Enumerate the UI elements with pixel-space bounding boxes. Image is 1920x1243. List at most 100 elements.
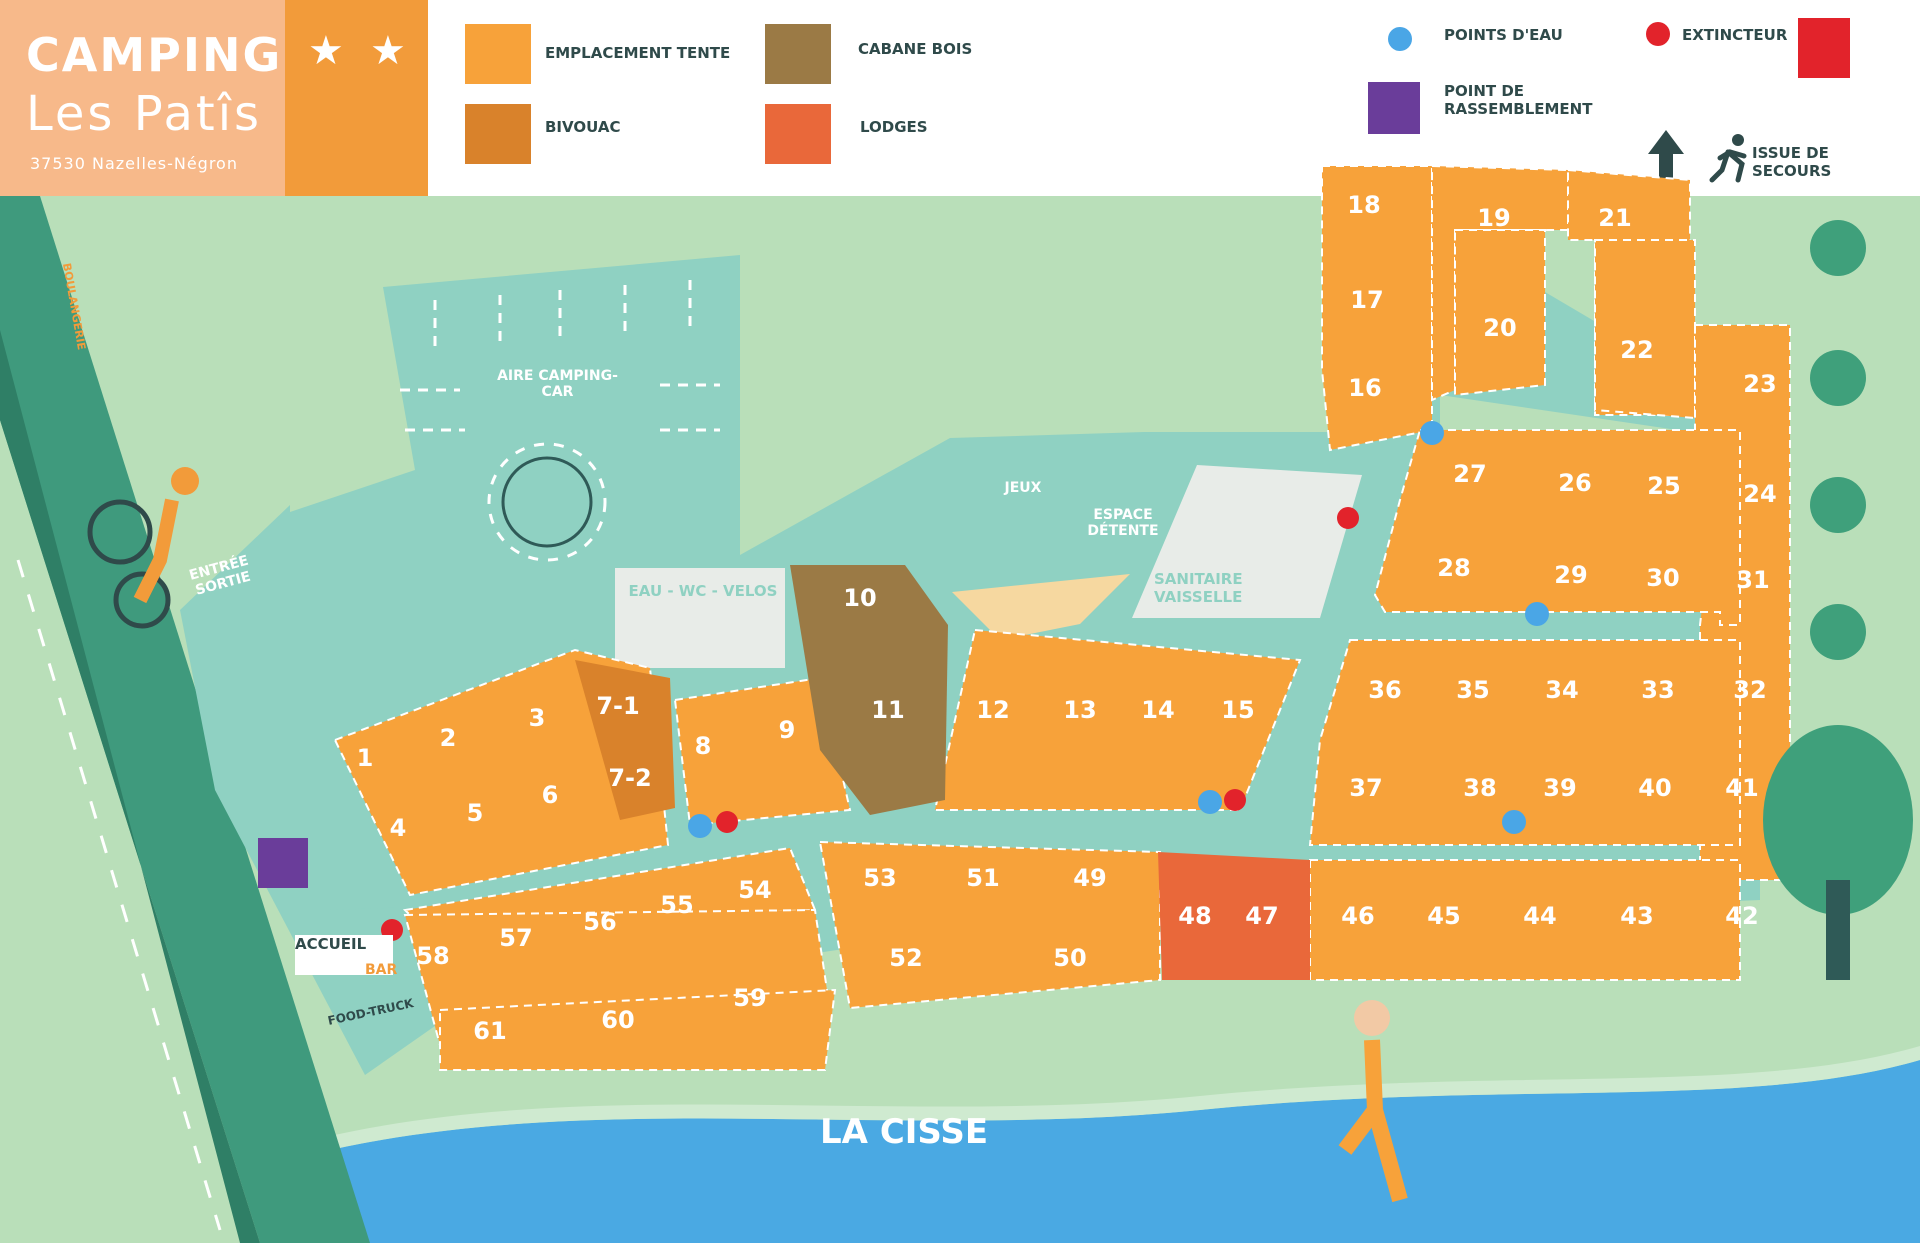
- pitch-label-p48: 48: [1178, 902, 1212, 930]
- emergency-arrow-icon: [1648, 130, 1684, 186]
- relax-mat: [952, 574, 1130, 640]
- pitch-label-p6: 6: [541, 781, 559, 809]
- camper-area-label: AIRE CAMPING-CAR: [497, 368, 618, 400]
- sanitary-zone: [1132, 465, 1362, 618]
- legend-extinguisher-label: EXTINCTEUR: [1682, 26, 1788, 44]
- pitch-label-p54: 54: [738, 876, 772, 904]
- pitch-label-p2: 2: [439, 724, 457, 752]
- pitch-label-p46: 46: [1341, 902, 1375, 930]
- bivouac-pitch: [575, 660, 675, 820]
- pitch-label-p22: 22: [1620, 336, 1654, 364]
- pitch-label-p53: 53: [863, 864, 897, 892]
- legend-water-label: POINTS D'EAU: [1444, 26, 1563, 44]
- legend-swatch-cabin: [765, 24, 831, 84]
- pitch-label-p41: 41: [1725, 774, 1759, 802]
- legend-assembly-label: POINT DE RASSEMBLEMENT: [1444, 82, 1593, 118]
- roundabout: [501, 456, 593, 548]
- water-wc-bikes-label: EAU - WC - VELOS: [628, 582, 778, 600]
- pitch-label-p7_2: 7-2: [608, 764, 652, 792]
- pitch-label-p31: 31: [1736, 566, 1770, 594]
- pitch-label-p33: 33: [1641, 676, 1675, 704]
- pitch-label-p16: 16: [1348, 374, 1382, 402]
- pitch-label-p25: 25: [1647, 472, 1681, 500]
- river-label: LA CISSE: [820, 1112, 989, 1152]
- pitch-label-p7_1: 7-1: [596, 692, 640, 720]
- pitch-label-p13: 13: [1063, 696, 1097, 724]
- pitch-label-p58: 58: [416, 942, 450, 970]
- extinguisher-icon: [1798, 18, 1850, 78]
- pitch-label-p9: 9: [778, 716, 796, 744]
- legend-lodges-label: LODGES: [860, 118, 928, 136]
- pitch-label-p26: 26: [1558, 469, 1592, 497]
- pitch-label-p29: 29: [1554, 561, 1588, 589]
- brand-address: 37530 Nazelles-Négron: [30, 154, 238, 173]
- pitch-label-p20: 20: [1483, 314, 1517, 342]
- pitch-label-p32: 32: [1733, 676, 1767, 704]
- pitch-label-p5: 5: [466, 799, 484, 827]
- pitch-label-p51: 51: [966, 864, 1000, 892]
- pitch-label-p56: 56: [583, 908, 617, 936]
- reception-label: ACCUEIL: [295, 935, 393, 975]
- bar-label: BAR: [365, 962, 398, 978]
- road-marking: [16, 559, 222, 1231]
- legend-bivouac-label: BIVOUAC: [545, 118, 621, 136]
- pitch-label-p60: 60: [601, 1006, 635, 1034]
- brand-panel: [0, 0, 285, 196]
- pitch-label-p61: 61: [473, 1017, 507, 1045]
- pitch-label-p28: 28: [1437, 554, 1471, 582]
- pitch-label-p21: 21: [1598, 204, 1632, 232]
- lodge-pitch: [1158, 852, 1310, 980]
- pitch-label-p15: 15: [1221, 696, 1255, 724]
- pitches-center: [333, 628, 1741, 1071]
- pitch-label-p47: 47: [1245, 902, 1279, 930]
- water-points: [688, 421, 1549, 838]
- pitch-label-p38: 38: [1463, 774, 1497, 802]
- parking-marks: [400, 280, 720, 432]
- river: [330, 1060, 1920, 1243]
- pitch-label-p35: 35: [1456, 676, 1490, 704]
- star-icon: ★: [308, 28, 344, 74]
- star-icon: ★: [370, 28, 406, 74]
- pitch-label-p17: 17: [1350, 286, 1384, 314]
- pitch-label-p12: 12: [976, 696, 1010, 724]
- water-wc-zone: [615, 568, 785, 668]
- pitch-label-p30: 30: [1646, 564, 1680, 592]
- games-label: JEUX: [1004, 480, 1042, 496]
- pitch-label-p1: 1: [356, 744, 374, 772]
- pitch-label-p55: 55: [660, 891, 694, 919]
- pitch-label-p37: 37: [1349, 774, 1383, 802]
- pitch-label-p24: 24: [1743, 480, 1777, 508]
- legend-swatch-tent: [465, 24, 531, 84]
- legend-extinguisher-dot: [1646, 22, 1670, 46]
- pitch-label-p34: 34: [1545, 676, 1579, 704]
- legend-swatch-bivouac: [465, 104, 531, 164]
- pitch-label-p43: 43: [1620, 902, 1654, 930]
- pitch-label-p44: 44: [1523, 902, 1557, 930]
- pitch-label-p18: 18: [1347, 191, 1381, 219]
- trees: [1763, 220, 1913, 980]
- pitch-label-p23: 23: [1743, 370, 1777, 398]
- pitch-label-p59: 59: [733, 984, 767, 1012]
- pitch-label-p11: 11: [871, 696, 905, 724]
- pitch-label-p10: 10: [843, 584, 877, 612]
- pitches-east: [1308, 324, 1791, 881]
- emergency-runner-icon: [1709, 134, 1747, 183]
- pitch-label-p49: 49: [1073, 864, 1107, 892]
- pitch-label-p4: 4: [389, 814, 407, 842]
- assembly-icon: [1368, 82, 1420, 134]
- extinguishers: [381, 507, 1359, 941]
- pitch-label-p50: 50: [1053, 944, 1087, 972]
- pitch-label-p40: 40: [1638, 774, 1672, 802]
- brand-name: Les Patîs: [26, 86, 263, 142]
- roundabout-ring: [487, 442, 607, 562]
- pitch-label-p42: 42: [1725, 902, 1759, 930]
- relax-label: ESPACE DÉTENTE: [1087, 507, 1159, 539]
- pitch-label-p8: 8: [694, 732, 712, 760]
- pitch-label-p57: 57: [499, 924, 533, 952]
- assembly-point-map: [258, 838, 308, 888]
- legend-cabin-label: CABANE BOIS: [858, 40, 973, 58]
- pitch-label-p52: 52: [889, 944, 923, 972]
- cyclist: [87, 467, 199, 629]
- legend-emergency-exit-label: ISSUE DE SECOURS: [1752, 144, 1832, 180]
